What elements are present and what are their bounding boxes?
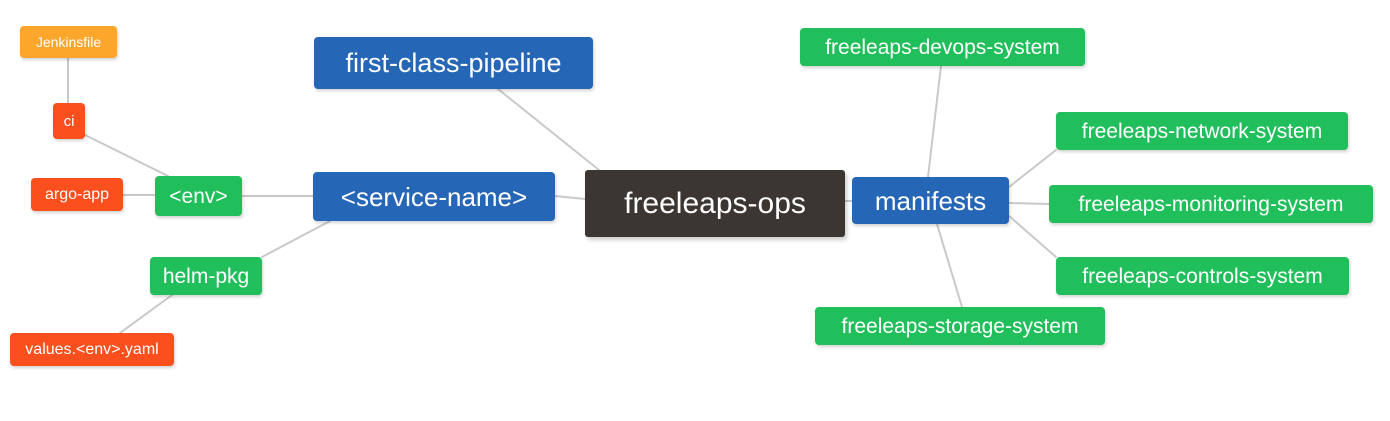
mindmap-node-values-env-yaml[interactable]: values.<env>.yaml	[10, 333, 174, 366]
mindmap-node-first-class-pipeline[interactable]: first-class-pipeline	[314, 37, 593, 89]
edge-first-class-pipeline-to-freeleaps-ops	[497, 88, 600, 171]
mindmap-node-freeleaps-storage-system[interactable]: freeleaps-storage-system	[815, 307, 1105, 345]
edge-values-env-yaml-to-helm-pkg	[119, 294, 173, 334]
mindmap-node-env[interactable]: <env>	[155, 176, 242, 216]
mindmap-node-jenkinsfile[interactable]: Jenkinsfile	[20, 26, 117, 58]
mindmap-node-manifests[interactable]: manifests	[852, 177, 1009, 224]
mindmap-node-freeleaps-devops-system[interactable]: freeleaps-devops-system	[800, 28, 1085, 66]
mindmap-node-freeleaps-monitoring-system[interactable]: freeleaps-monitoring-system	[1049, 185, 1373, 223]
mindmap-node-freeleaps-ops[interactable]: freeleaps-ops	[585, 170, 845, 237]
mindmap-node-ci[interactable]: ci	[53, 103, 85, 139]
mindmap-node-helm-pkg[interactable]: helm-pkg	[150, 257, 262, 295]
edge-manifests-to-freeleaps-devops-system	[927, 65, 942, 178]
edge-helm-pkg-to-service-name	[261, 220, 331, 258]
mindmap-node-service-name[interactable]: <service-name>	[313, 172, 555, 221]
edge-manifests-to-freeleaps-monitoring-system	[1008, 202, 1050, 205]
mindmap-node-freeleaps-controls-system[interactable]: freeleaps-controls-system	[1056, 257, 1349, 295]
mindmap-node-freeleaps-network-system[interactable]: freeleaps-network-system	[1056, 112, 1348, 150]
edge-service-name-to-freeleaps-ops	[554, 195, 586, 200]
edge-manifests-to-freeleaps-network-system	[1008, 149, 1057, 188]
edge-ci-to-env	[84, 134, 169, 177]
mindmap-node-argo-app[interactable]: argo-app	[31, 178, 123, 211]
edge-manifests-to-freeleaps-controls-system	[1008, 215, 1057, 258]
edge-manifests-to-freeleaps-storage-system	[936, 223, 963, 308]
